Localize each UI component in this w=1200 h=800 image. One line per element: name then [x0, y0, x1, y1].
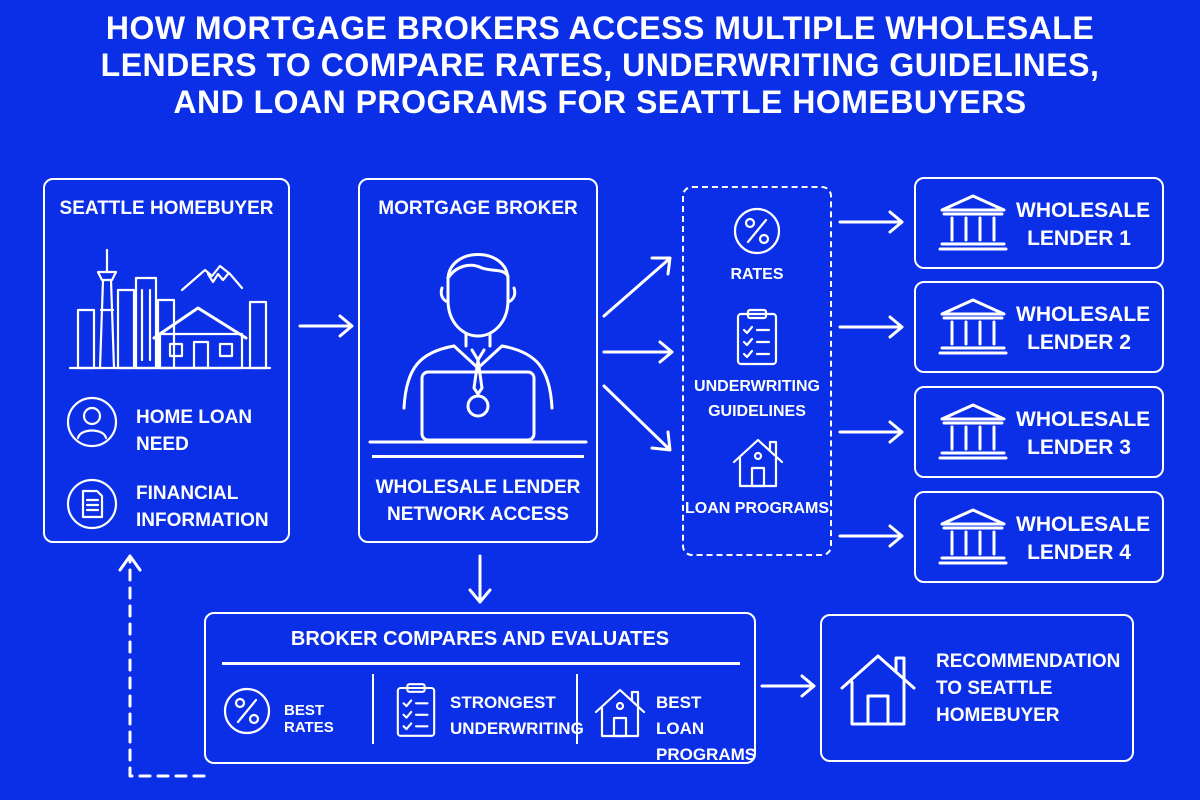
house-icon — [840, 654, 916, 726]
homebuyer-financial-label: FINANCIAL INFORMATION — [136, 483, 269, 531]
compare-box — [204, 612, 756, 764]
broker-footer-label: WHOLESALE LENDER NETWORK ACCESS — [375, 477, 581, 525]
broker-divider — [372, 455, 584, 458]
lender-label: WHOLESALE LENDER 1 — [1016, 199, 1151, 250]
recommendation-box — [820, 614, 1134, 762]
homebuyer-box — [43, 178, 290, 543]
criteria-box — [682, 186, 832, 556]
broker-heading: MORTGAGE BROKER — [378, 198, 578, 219]
seattle-skyline-icon — [68, 248, 272, 370]
homebuyer-heading: SEATTLE HOMEBUYER — [59, 198, 274, 219]
compare-divider — [222, 662, 740, 665]
broker-with-laptop-icon — [368, 253, 588, 444]
checklist-icon — [396, 683, 436, 737]
lender-label: WHOLESALE LENDER 3 — [1016, 408, 1151, 459]
compare-loan-programs-label: BEST LOAN PROGRAMS — [656, 693, 757, 764]
homebuyer-need-label: HOME LOAN NEED — [136, 407, 253, 455]
lender-label: WHOLESALE LENDER 4 — [1016, 513, 1151, 564]
compare-separator — [372, 674, 374, 744]
house-icon — [594, 688, 646, 738]
bank-icon — [938, 194, 1008, 251]
bank-icon — [938, 508, 1008, 565]
house-icon — [732, 438, 784, 488]
percent-icon — [223, 687, 271, 735]
bank-icon — [938, 403, 1008, 460]
lender-label: WHOLESALE LENDER 2 — [1016, 303, 1151, 354]
compare-underwriting-label: STRONGEST UNDERWRITING — [450, 693, 584, 738]
diagram-title: HOW MORTGAGE BROKERS ACCESS MULTIPLE WHO… — [100, 10, 1100, 120]
bank-icon — [938, 298, 1008, 355]
criteria-underwriting-label: UNDERWRITING GUIDELINES — [694, 378, 820, 420]
person-icon — [66, 396, 118, 448]
criteria-rates-label: RATES — [730, 266, 784, 283]
compare-separator — [576, 674, 578, 744]
broker-box — [358, 178, 598, 543]
checklist-icon — [736, 308, 778, 366]
compare-best-rates-label: BEST RATES — [284, 702, 334, 736]
compare-heading: BROKER COMPARES AND EVALUATES — [290, 628, 670, 650]
lender-box — [914, 491, 1164, 583]
criteria-loan-programs-label: LOAN PROGRAMS — [685, 500, 829, 517]
percent-icon — [733, 207, 781, 255]
lender-box — [914, 177, 1164, 269]
recommendation-label: RECOMMENDATION TO SEATTLE HOMEBUYER — [936, 651, 1121, 726]
lender-box — [914, 386, 1164, 478]
lender-box — [914, 281, 1164, 373]
document-icon — [66, 478, 118, 530]
